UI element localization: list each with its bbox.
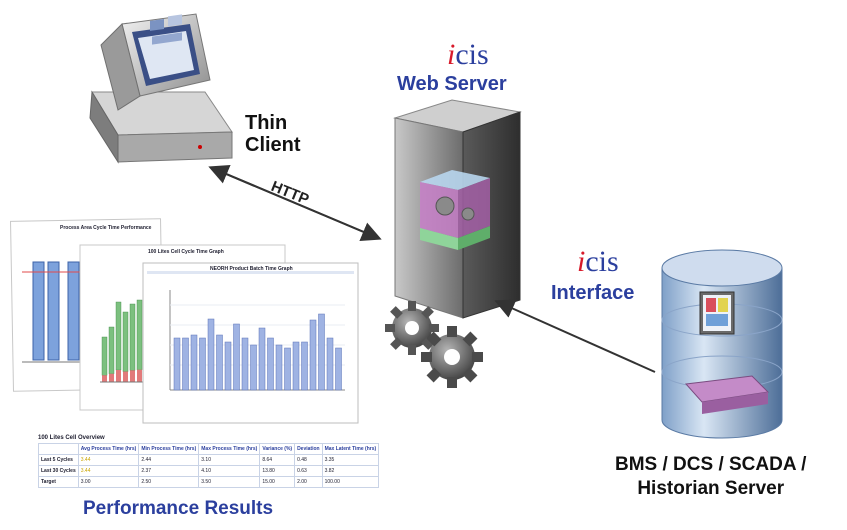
report-bar-segment	[137, 369, 142, 382]
report-bar	[318, 313, 325, 391]
report-bar-segment	[109, 373, 114, 382]
summary-cell: 2.00	[294, 476, 323, 488]
summary-header: Max Process Time (hrs)	[198, 443, 261, 455]
summary-row: Last 5 Cycles 3.44 2.44 3.10 8.64 0.48 3…	[38, 454, 380, 466]
summary-cell: 100.00	[321, 476, 380, 488]
web-server-brand-logo: icis	[447, 40, 489, 70]
summary-cell: 3.44	[77, 465, 140, 477]
report-bar	[199, 337, 206, 391]
report-bar-segment	[123, 371, 128, 382]
summary-cell: 2.37	[138, 465, 200, 477]
back-sheet-title: Process Area Cycle Time Performance	[60, 225, 152, 231]
summary-header: Min Process Time (hrs)	[138, 443, 200, 455]
brand-i: i	[577, 245, 586, 278]
report-bar	[129, 303, 136, 371]
report-bar-segment	[130, 370, 135, 382]
summary-cell: 3.82	[321, 465, 380, 477]
report-bar	[108, 326, 115, 374]
summary-cell: 3.44	[77, 454, 140, 466]
summary-cell: 15.00	[259, 476, 296, 488]
report-sheet-front	[142, 262, 359, 424]
summary-cell: 8.64	[259, 454, 296, 466]
performance-report-sheets	[10, 218, 359, 424]
summary-header-row: Avg Process Time (hrs) Min Process Time …	[38, 443, 380, 455]
summary-cell: 3.00	[77, 476, 140, 488]
summary-cell: 3.35	[321, 454, 380, 466]
summary-table-title: 100 Lites Cell Overview	[38, 435, 105, 441]
summary-cell: Last 5 Cycles	[38, 454, 79, 466]
bms-server-label: BMS / DCS / SCADA / Historian Server	[615, 453, 806, 501]
report-bar	[326, 337, 334, 391]
summary-table: 100 Lites Cell Overview Avg Process Time…	[38, 435, 380, 488]
thin-client-label-line2: Client	[245, 134, 301, 156]
summary-cell: 4.10	[198, 465, 261, 477]
report-bar	[241, 337, 249, 391]
thin-client-label-line1: Thin	[245, 112, 288, 134]
report-bar	[284, 347, 291, 391]
interface-label: Interface	[551, 282, 635, 304]
summary-cell: 3.10	[198, 454, 261, 466]
web-server-label: Web Server	[397, 73, 507, 95]
report-bar	[335, 347, 342, 391]
thin-client-computer-icon	[89, 13, 233, 164]
report-bar	[292, 341, 300, 391]
historian-database-icon	[661, 249, 783, 439]
report-bar	[275, 344, 283, 391]
report-bar	[250, 344, 257, 391]
report-bar	[207, 318, 215, 391]
summary-header: Deviation	[294, 443, 323, 455]
summary-row: Target 3.00 2.50 3.50 15.00 2.00 100.00	[38, 476, 380, 488]
summary-cell: Target	[38, 476, 79, 488]
brand-cis: cis	[455, 38, 489, 71]
summary-cell: 3.50	[198, 476, 261, 488]
thin-client-label: Thin Client	[245, 112, 301, 156]
front-sheet-title: NEORH Product Batch Time Graph	[210, 266, 293, 272]
interface-arrow	[494, 299, 656, 373]
summary-cell: 0.48	[294, 454, 323, 466]
summary-cell: 0.63	[294, 465, 323, 477]
report-bar	[182, 337, 189, 391]
web-server-icon	[393, 99, 522, 319]
summary-header: Avg Process Time (hrs)	[77, 443, 140, 455]
summary-cell: 2.44	[138, 454, 200, 466]
interface-brand-logo: icis	[577, 247, 619, 277]
summary-cell: Last 30 Cycles	[38, 465, 79, 477]
brand-cis: cis	[585, 245, 619, 278]
gears-icon	[385, 301, 483, 388]
report-bar	[267, 337, 274, 391]
summary-header: Max Latent Time (hrs)	[321, 443, 380, 455]
brand-i: i	[447, 38, 456, 71]
report-bar	[233, 323, 240, 391]
summary-header	[38, 443, 79, 455]
report-bar	[216, 334, 223, 391]
report-bar	[173, 337, 181, 391]
summary-cell: 13.80	[259, 465, 296, 477]
report-bar	[190, 334, 198, 391]
report-bar	[301, 341, 308, 391]
summary-header: Variance (%)	[259, 443, 296, 455]
report-bar	[115, 301, 122, 371]
report-bar-segment	[102, 375, 107, 382]
bms-label-line2: Historian Server	[637, 478, 785, 499]
performance-results-label: Performance Results	[83, 498, 274, 519]
report-bar	[122, 311, 129, 372]
summary-row: Last 30 Cycles 3.44 2.37 4.10 13.80 0.63…	[38, 465, 380, 477]
report-bar-segment	[116, 370, 121, 382]
middle-sheet-title: 100 Lites Cell Cycle Time Graph	[148, 249, 224, 255]
web-server-stack-icon	[420, 170, 490, 250]
summary-cell: 2.50	[138, 476, 200, 488]
report-bar	[136, 299, 143, 370]
http-arrow-to-server	[211, 167, 382, 241]
report-bar	[258, 327, 266, 391]
report-bar	[101, 336, 108, 376]
report-bar	[224, 341, 232, 391]
bms-label-line1: BMS / DCS / SCADA /	[615, 454, 807, 475]
report-bar	[309, 319, 317, 391]
